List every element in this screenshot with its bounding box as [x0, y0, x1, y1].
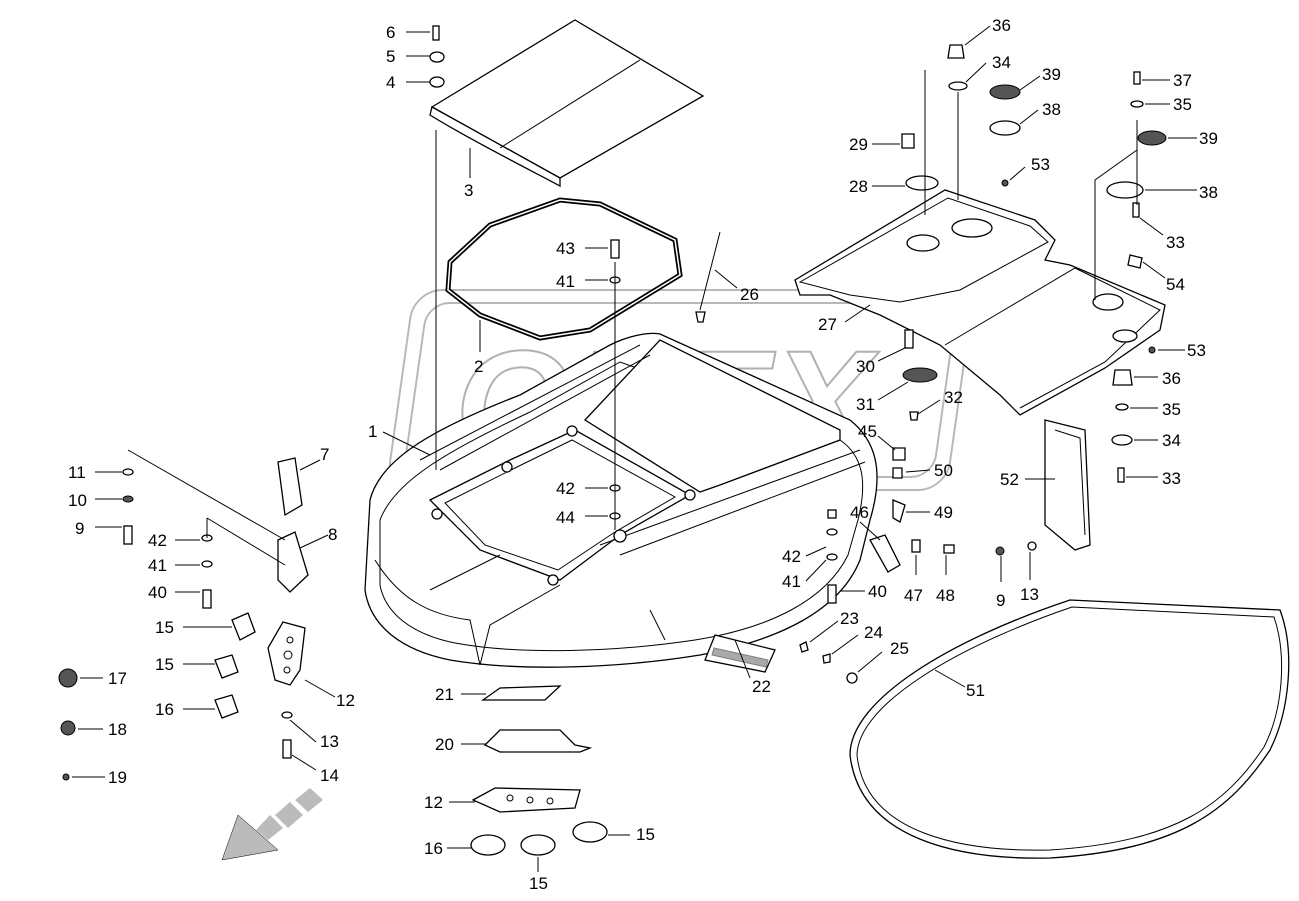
callout-28: 28 — [849, 177, 868, 196]
callout-42c: 42 — [782, 547, 801, 566]
bracket-part-8 — [277, 531, 309, 593]
callout-15b: 15 — [155, 655, 174, 674]
callout-38b: 38 — [1199, 183, 1218, 202]
callout-34b: 34 — [1162, 431, 1181, 450]
panel-part-3 — [429, 19, 705, 188]
callout-35: 35 — [1173, 95, 1192, 114]
direction-arrow-icon — [221, 788, 323, 861]
antenna-part-26 — [695, 231, 721, 323]
callout-39: 39 — [1042, 65, 1061, 84]
lamp-group-left — [214, 612, 256, 719]
callout-12b: 12 — [424, 793, 443, 812]
callout-29: 29 — [849, 135, 868, 154]
callout-24: 24 — [864, 623, 883, 642]
callout-41: 41 — [556, 272, 575, 291]
callout-43: 43 — [556, 239, 575, 258]
callout-39b: 39 — [1199, 129, 1218, 148]
callout-15a: 15 — [155, 618, 174, 637]
callout-53b: 53 — [1187, 341, 1206, 360]
callout-47: 47 — [904, 586, 923, 605]
callout-50: 50 — [934, 461, 953, 480]
callout-48: 48 — [936, 586, 955, 605]
callout-16a: 16 — [155, 700, 174, 719]
bracket-part-20 — [483, 729, 593, 753]
callout-5: 5 — [386, 47, 395, 66]
callout-53: 53 — [1031, 155, 1050, 174]
callout-40a: 40 — [148, 583, 167, 602]
callout-41b: 41 — [148, 556, 167, 575]
callout-17: 17 — [108, 669, 127, 688]
rear-panel-part-27 — [794, 189, 1166, 416]
callout-41c: 41 — [782, 572, 801, 591]
callout-4: 4 — [386, 73, 395, 92]
callout-labels: 6 5 4 3 2 1 43 41 26 27 29 28 36 34 39 3… — [68, 16, 1218, 893]
callout-27: 27 — [818, 315, 837, 334]
callout-44: 44 — [556, 508, 575, 527]
callout-33: 33 — [1166, 233, 1185, 252]
callout-30: 30 — [856, 357, 875, 376]
callout-9a: 9 — [75, 519, 84, 538]
callout-19: 19 — [108, 768, 127, 787]
callout-38: 38 — [1042, 100, 1061, 119]
leader-lines — [72, 25, 1197, 872]
callout-8: 8 — [328, 525, 337, 544]
callout-49: 49 — [934, 503, 953, 522]
callout-25: 25 — [890, 639, 909, 658]
cabin-roof-part-1 — [364, 332, 878, 668]
callout-35b: 35 — [1162, 400, 1181, 419]
pillar-trim-part-52 — [1044, 419, 1091, 551]
callout-7: 7 — [320, 445, 329, 464]
callout-14: 14 — [320, 766, 339, 785]
callout-23: 23 — [840, 609, 859, 628]
callout-51: 51 — [966, 681, 985, 700]
lamp-group-bottom — [470, 821, 608, 856]
callout-42b: 42 — [556, 479, 575, 498]
plate-part-12b — [471, 787, 581, 813]
fasteners-left — [58, 468, 293, 781]
callout-6: 6 — [386, 23, 395, 42]
callout-9b: 9 — [996, 591, 1005, 610]
callout-52: 52 — [1000, 470, 1019, 489]
callout-1: 1 — [368, 422, 377, 441]
callout-12a: 12 — [336, 691, 355, 710]
callout-31: 31 — [856, 395, 875, 414]
plate-part-12a — [267, 621, 306, 686]
callout-42a: 42 — [148, 531, 167, 550]
callout-20: 20 — [435, 735, 454, 754]
callout-15d: 15 — [529, 874, 548, 893]
bracket-part-7 — [277, 457, 303, 517]
callout-54: 54 — [1166, 275, 1185, 294]
callout-34: 34 — [992, 53, 1011, 72]
callout-22: 22 — [752, 677, 771, 696]
callout-11: 11 — [68, 463, 86, 482]
callout-40b: 40 — [868, 582, 887, 601]
callout-46: 46 — [850, 503, 869, 522]
callout-33b: 33 — [1162, 469, 1181, 488]
fasteners-right — [799, 44, 1167, 684]
callout-18: 18 — [108, 720, 127, 739]
seal-part-51 — [849, 599, 1290, 859]
callout-21: 21 — [435, 685, 454, 704]
bracket-part-21 — [480, 685, 562, 701]
callout-13a: 13 — [320, 732, 339, 751]
callout-37: 37 — [1173, 71, 1192, 90]
callout-13b: 13 — [1020, 585, 1039, 604]
callout-10: 10 — [68, 491, 87, 510]
callout-32: 32 — [944, 388, 963, 407]
callout-15c: 15 — [636, 825, 655, 844]
callout-2: 2 — [474, 357, 483, 376]
callout-16b: 16 — [424, 839, 443, 858]
callout-36b: 36 — [1162, 369, 1181, 388]
callout-26: 26 — [740, 285, 759, 304]
seal-part-2 — [445, 197, 683, 341]
callout-45: 45 — [858, 422, 877, 441]
callout-3: 3 — [464, 181, 473, 200]
callout-36: 36 — [992, 16, 1011, 35]
